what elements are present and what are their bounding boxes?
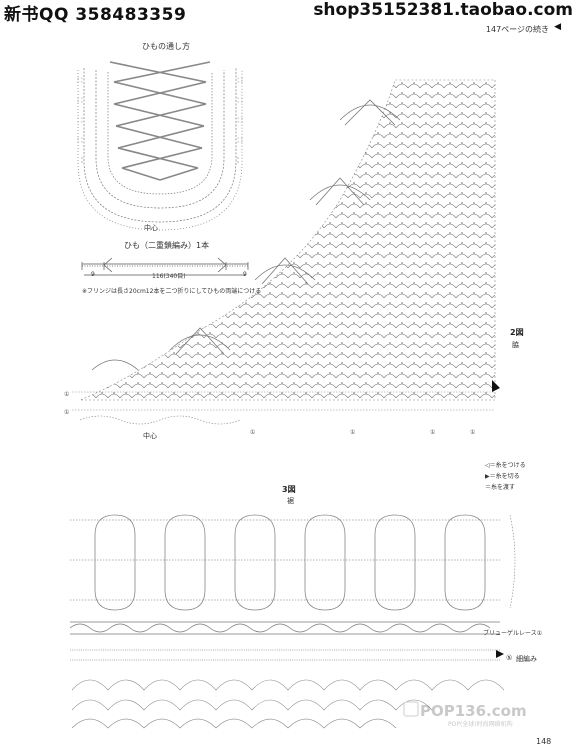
cord-dim-left: 9: [91, 271, 95, 278]
single-crochet-num: ⑤: [506, 654, 513, 662]
watermark-logo: POP136.com: [420, 702, 527, 720]
figure2-title: 2図: [510, 328, 524, 337]
figure2-subtitle: 脇: [512, 341, 519, 349]
figure3-title: 3図: [282, 485, 296, 494]
cord-dim-right: 9: [243, 271, 247, 278]
svg-text:①: ①: [64, 409, 69, 416]
continued-note: 147ページの続き: [485, 25, 549, 34]
svg-text:①: ①: [250, 429, 255, 436]
header-qq-text: 新书QQ 358483359: [4, 5, 187, 25]
cord-dim-mid: 116(340目): [152, 273, 186, 280]
figure3-subtitle: 裾: [287, 497, 294, 505]
single-crochet-label: 細編み: [516, 655, 537, 663]
page-number: 148: [536, 737, 552, 746]
svg-text:①: ①: [430, 429, 435, 436]
cord-diagram: [81, 257, 249, 276]
cord-title: ひも（二重鎖編み）1本: [124, 241, 210, 250]
figure1-title: ひもの通し方: [142, 42, 190, 51]
svg-text:①: ①: [64, 391, 69, 398]
legend-cut-yarn: ▶＝糸を切る: [485, 473, 520, 480]
symbol-legend: ◁＝糸をつける ▶＝糸を切る ＝糸を渡す: [485, 460, 526, 493]
side-diagram: ① ① ① ① ① ①: [64, 79, 500, 436]
fringe-note: ※フリンジは長さ20cm12本を二つ折りにしてひもの両端につける: [82, 288, 262, 295]
svg-text:①: ①: [350, 429, 355, 436]
header-shop-url: shop35152381.taobao.com: [313, 0, 573, 20]
lacing-diagram: [77, 61, 243, 231]
figure2-center-label: 中心: [143, 432, 157, 440]
watermark-sub: POP(全球)时尚网络机构: [448, 721, 513, 728]
legend-attach-yarn: ◁＝糸をつける: [485, 462, 526, 469]
continued-arrow-icon: ◀: [554, 22, 561, 32]
legend-carry-yarn: ＝糸を渡す: [485, 484, 516, 491]
hem-diagram: [69, 514, 516, 729]
svg-text:①: ①: [470, 429, 475, 436]
figure1-center-label: 中心: [144, 224, 158, 232]
lace-label: ブリューゲルレース①: [483, 630, 543, 637]
